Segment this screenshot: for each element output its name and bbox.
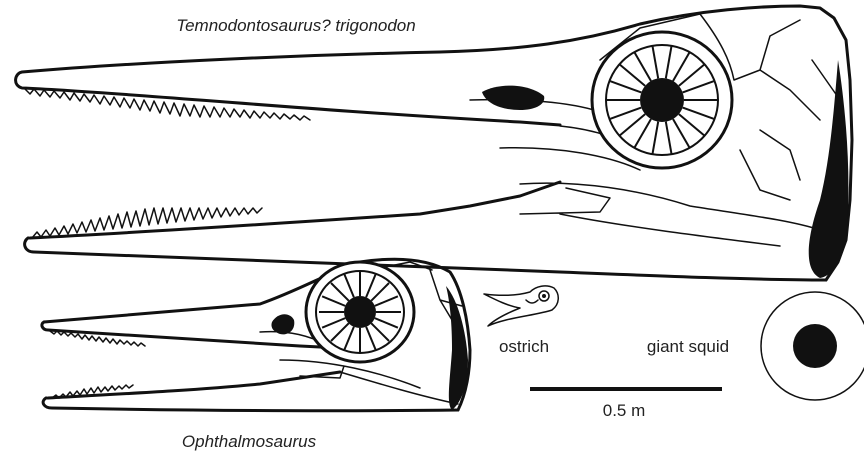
ophthalmosaurus-skull [42, 259, 470, 411]
giant-squid-pupil [793, 324, 837, 368]
ophthalmosaurus-lower-jaw [43, 372, 458, 411]
ophthalmosaurus-nostril [271, 314, 294, 334]
label-scale: 0.5 m [603, 401, 646, 420]
label-ophthalmosaurus: Ophthalmosaurus [182, 432, 317, 451]
label-ostrich: ostrich [499, 337, 549, 356]
temnodontosaurus-rear-shadow [809, 60, 849, 278]
label-giant-squid: giant squid [647, 337, 729, 356]
temnodontosaurus-lower-teeth [32, 208, 262, 238]
ostrich-skull [484, 286, 558, 326]
temnodontosaurus-skull [16, 6, 852, 280]
label-temnodontosaurus: Temnodontosaurus? trigonodon [176, 16, 415, 35]
temnodontosaurus-nostril [482, 86, 544, 110]
ophthalmosaurus-eye [306, 262, 414, 362]
temnodontosaurus-eye [592, 32, 732, 168]
temnodontosaurus-lower-jaw [25, 182, 826, 280]
giant-squid-eye [761, 292, 864, 400]
